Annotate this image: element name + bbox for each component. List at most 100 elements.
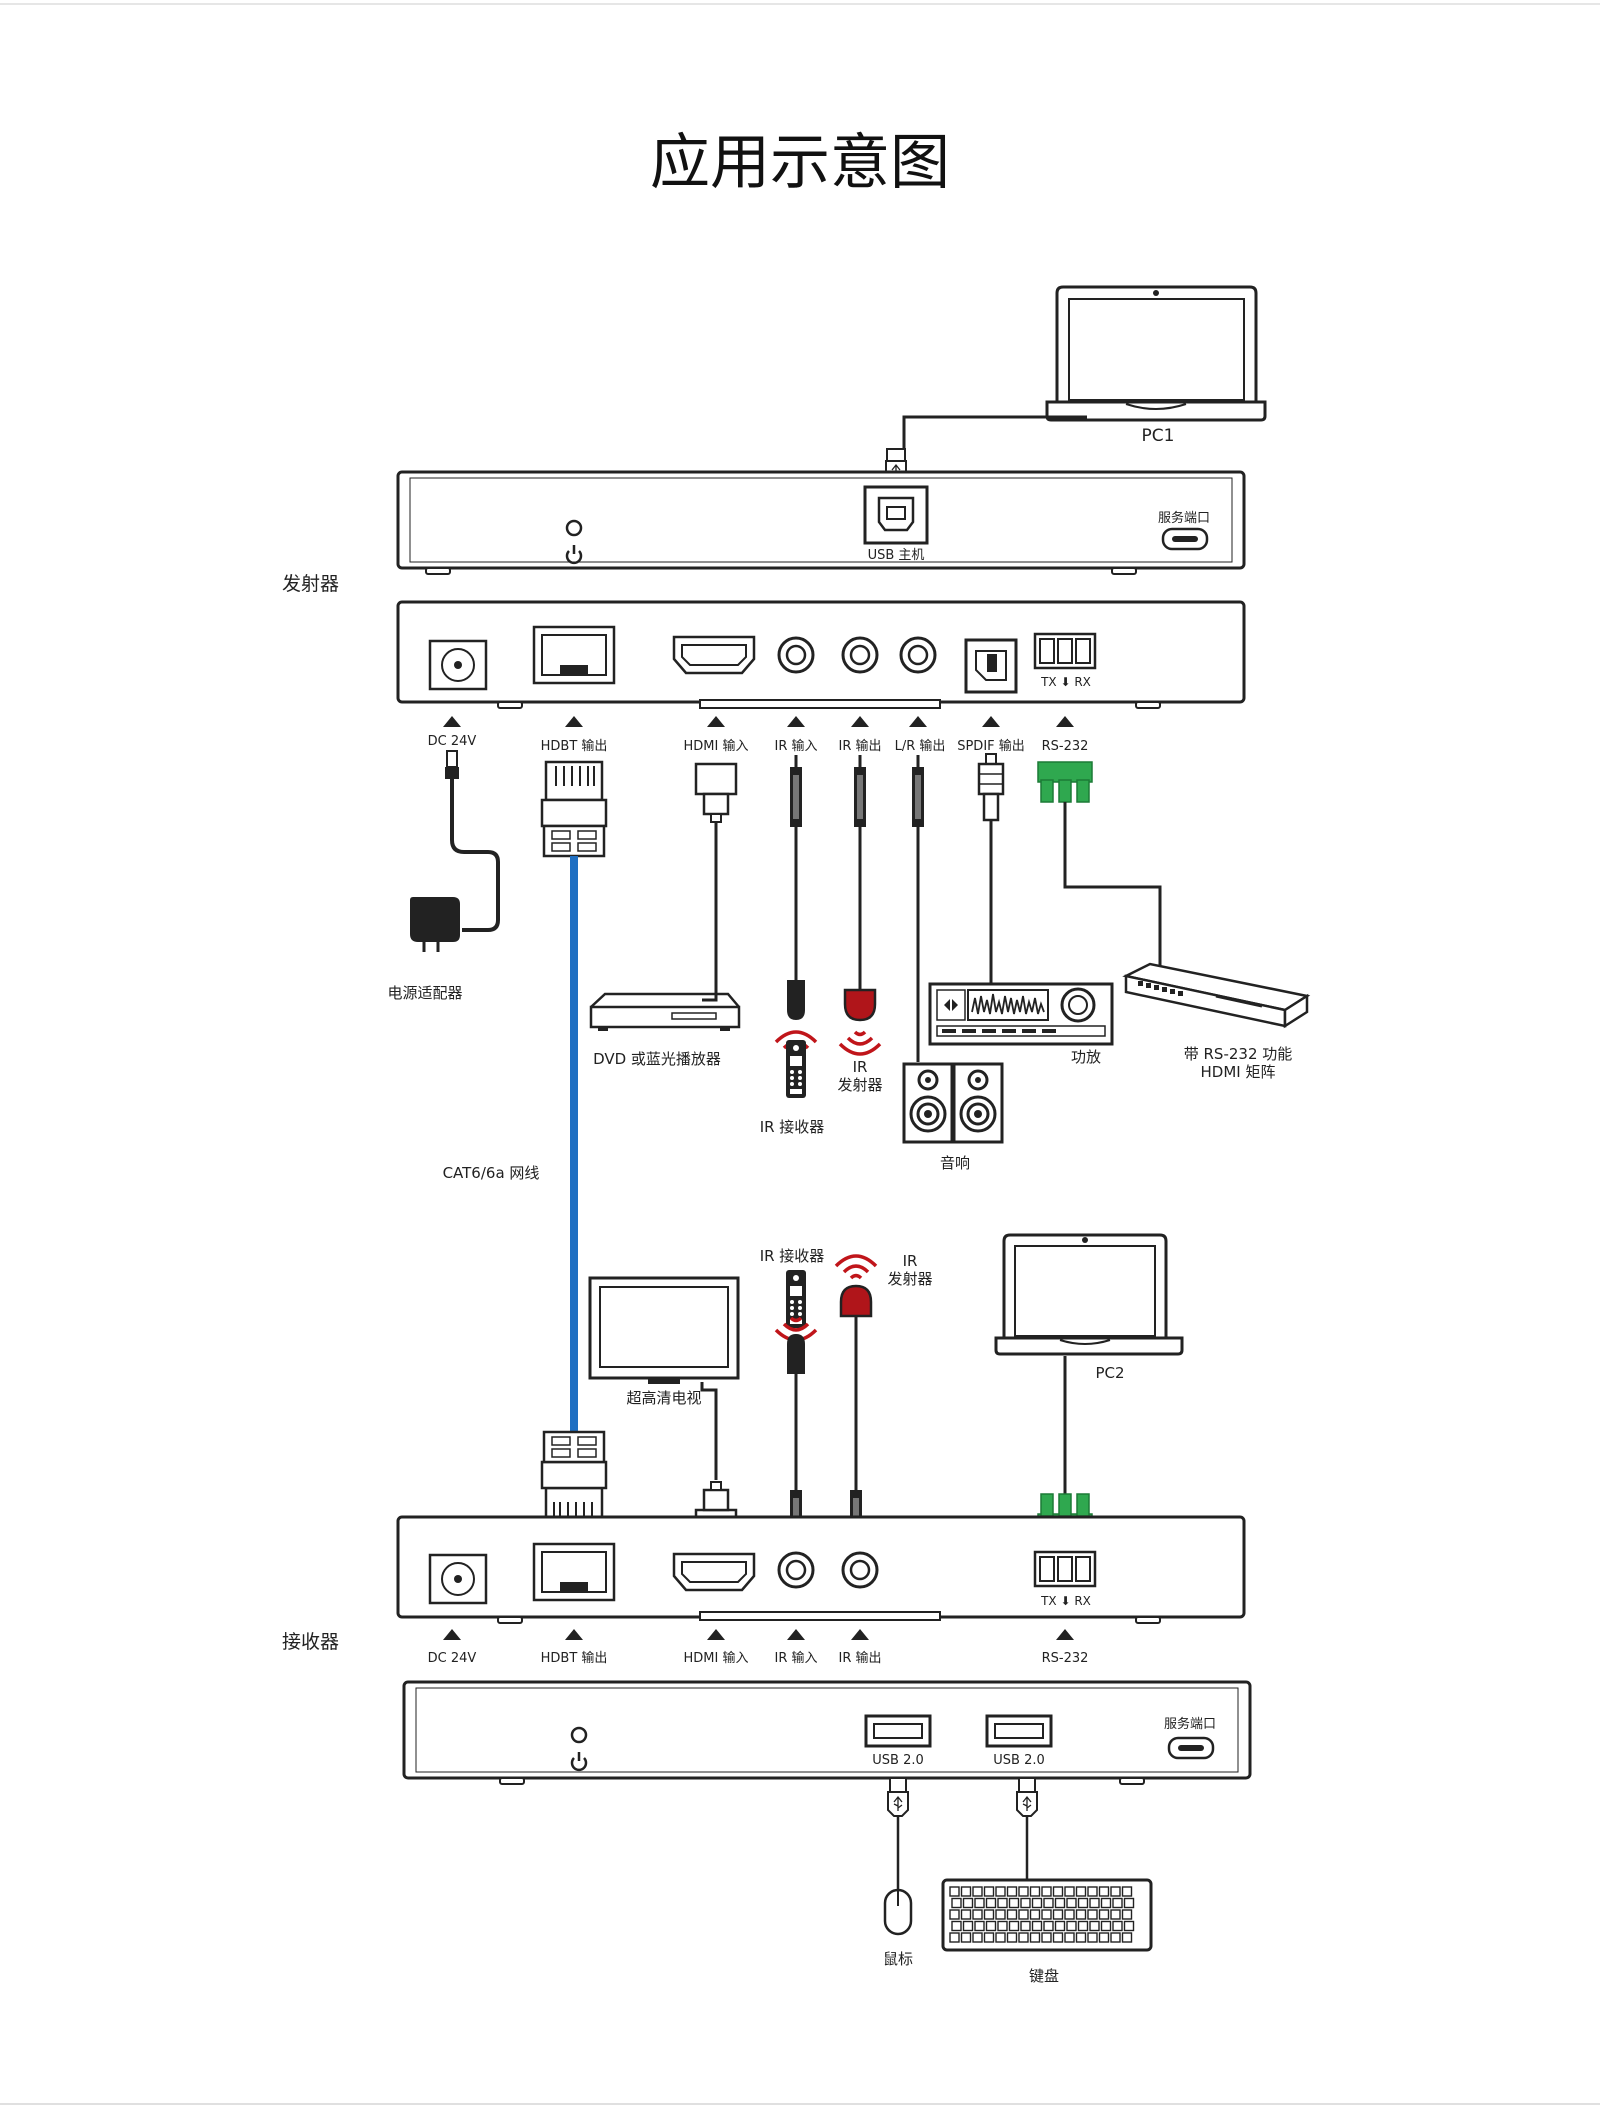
rx-status-led [570, 1726, 588, 1744]
keyboard-key [1052, 1909, 1064, 1920]
keyboard-key [1008, 1920, 1020, 1932]
keyboard-key [1110, 1932, 1121, 1943]
keyboard-key [1031, 1897, 1043, 1909]
tx-ir-out-label: IR 输出 [839, 738, 882, 754]
tx-service-port-label: 服务端口 [1158, 510, 1210, 526]
rx-dc-label: DC 24V [428, 1651, 477, 1666]
keyboard-key [1043, 1897, 1054, 1909]
keyboard-key [983, 1932, 995, 1943]
tx-hdbt-label: HDBT 输出 [541, 738, 608, 754]
keyboard-key [1020, 1897, 1031, 1909]
usb2-label: USB 2.0 [993, 1753, 1045, 1768]
tx-ir-out-jack [841, 636, 879, 674]
keyboard-key [1121, 1909, 1133, 1920]
keyboard-key [1018, 1909, 1029, 1920]
keyboard-key [997, 1920, 1008, 1932]
tx-ir-in-jack [777, 636, 815, 674]
tx-lr-label: L/R 输出 [895, 738, 946, 754]
left-speaker-icon [902, 1062, 954, 1144]
tx-txrx-label: TX ⬇ RX [1040, 675, 1091, 689]
right-speaker-icon [952, 1062, 1004, 1144]
keyboard-key [1006, 1909, 1018, 1920]
page-title: 应用示意图 [650, 128, 950, 198]
tx-hdbt-port [532, 625, 616, 685]
transmitter-label: 发射器 [282, 573, 339, 595]
tri-icon [787, 716, 805, 727]
keyboard-key [983, 1909, 995, 1920]
keyboard-key [1052, 1886, 1064, 1897]
rx-ir-in-label: IR 输入 [775, 1650, 818, 1666]
pc1-laptop-icon [1045, 285, 1267, 422]
speakers-label: 音响 [940, 1154, 970, 1172]
keyboard-key [1008, 1897, 1020, 1909]
rx-txrx-label: TX ⬇ RX [1040, 1594, 1091, 1608]
rx-ir-receiver-head-icon [787, 1334, 805, 1374]
usb-a-port-2 [985, 1714, 1053, 1748]
tx-dc-label: DC 24V [428, 734, 477, 749]
keyboard-icon [941, 1878, 1153, 1952]
keyboard-key [972, 1932, 983, 1943]
adapter-label: 电源适配器 [387, 984, 462, 1002]
tx-hdmi-label: HDMI 输入 [684, 738, 749, 754]
keyboard-key [985, 1920, 997, 1932]
keyboard-key [1123, 1897, 1135, 1909]
keyboard-key [1054, 1897, 1066, 1909]
keyboard-key [1098, 1886, 1110, 1897]
usb1-label: USB 2.0 [872, 1753, 924, 1768]
ir-waves-icon [834, 1254, 878, 1280]
transmitter-rear-panel [396, 600, 1246, 709]
tri-icon [1056, 1629, 1074, 1640]
tx-ir-in-plug-icon [788, 753, 804, 829]
usb-plug-icon [1016, 1777, 1038, 1817]
status-led [565, 519, 583, 537]
matrix-label-1: 带 RS-232 功能 [1184, 1045, 1293, 1063]
keyboard-key [1087, 1909, 1098, 1920]
cable-label: CAT6/6a 网线 [443, 1164, 540, 1182]
power-adapter-icon [410, 750, 500, 952]
keyboard-key [1018, 1886, 1029, 1897]
tri-icon [851, 1629, 869, 1640]
ir-emitter-icon [843, 988, 877, 1022]
keyboard-key [1121, 1932, 1133, 1943]
rx-ir-emitter-icon [839, 1284, 873, 1318]
usb-host-label: USB 主机 [868, 548, 925, 563]
ir-waves-icon [838, 1030, 882, 1056]
keyboard-key [962, 1897, 974, 1909]
amplifier-icon [928, 982, 1114, 1046]
keyboard-key [1098, 1909, 1110, 1920]
keyboard-key [1098, 1932, 1110, 1943]
remote-control-icon [786, 1040, 806, 1098]
keyboard-key [1041, 1909, 1052, 1920]
receiver-label: 接收器 [282, 1631, 339, 1653]
keyboard-key [1052, 1932, 1064, 1943]
keyboard-key [1089, 1920, 1100, 1932]
tri-icon [1056, 716, 1074, 727]
keyboard-key [960, 1886, 972, 1897]
toslink-plug-icon [977, 753, 1005, 822]
rx-rs232-terminal [1033, 1550, 1097, 1588]
rx-ir-receiver-label: IR 接收器 [760, 1247, 825, 1265]
keyboard-key [1087, 1932, 1098, 1943]
keyboard-key [1123, 1920, 1135, 1932]
rx-rj45-plug-icon [540, 1430, 608, 1528]
keyboard-key [1075, 1932, 1087, 1943]
tx-lr-plug-icon [910, 753, 926, 829]
keyboard-key [1041, 1886, 1052, 1897]
keyboard-key [1041, 1932, 1052, 1943]
keyboard-key [995, 1932, 1006, 1943]
keyboard-key [972, 1886, 983, 1897]
keyboard-label: 键盘 [1029, 1967, 1059, 1985]
rx-hdmi-port [672, 1552, 756, 1592]
ir-receiver-head-icon [787, 980, 805, 1020]
keyboard-key [1066, 1920, 1077, 1932]
keyboard-key [1112, 1897, 1123, 1909]
tri-icon [565, 716, 583, 727]
tx-green-terminal-plug-icon [1037, 761, 1093, 803]
keyboard-key [1064, 1886, 1075, 1897]
keyboard-key [1110, 1886, 1121, 1897]
keyboard-key [1087, 1886, 1098, 1897]
tv-icon [588, 1276, 740, 1384]
keyboard-key [1066, 1897, 1077, 1909]
tri-icon [707, 716, 725, 727]
